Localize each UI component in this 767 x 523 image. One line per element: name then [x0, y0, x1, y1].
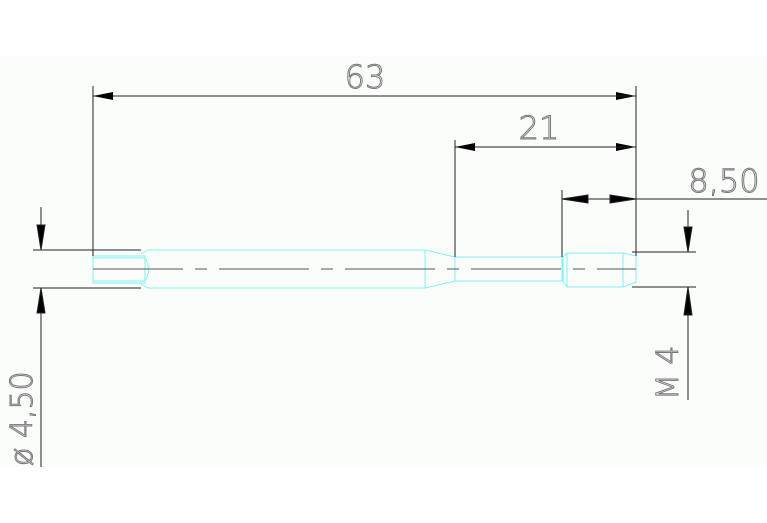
dimension-label-m4: M 4	[651, 345, 686, 400]
dimension-label-21: 21	[519, 109, 560, 147]
dimension-thread-length	[561, 190, 767, 257]
dimension-thread-section	[454, 140, 636, 257]
dimension-shank-diameter	[33, 207, 141, 467]
dimension-label-diameter: ø 4,50	[5, 371, 40, 466]
dimension-label-8-50: 8,50	[688, 162, 759, 200]
dimension-label-63: 63	[345, 58, 386, 96]
dimension-thread-size	[632, 210, 696, 400]
drawing-canvas	[0, 56, 767, 467]
dimension-total-length	[92, 86, 637, 256]
